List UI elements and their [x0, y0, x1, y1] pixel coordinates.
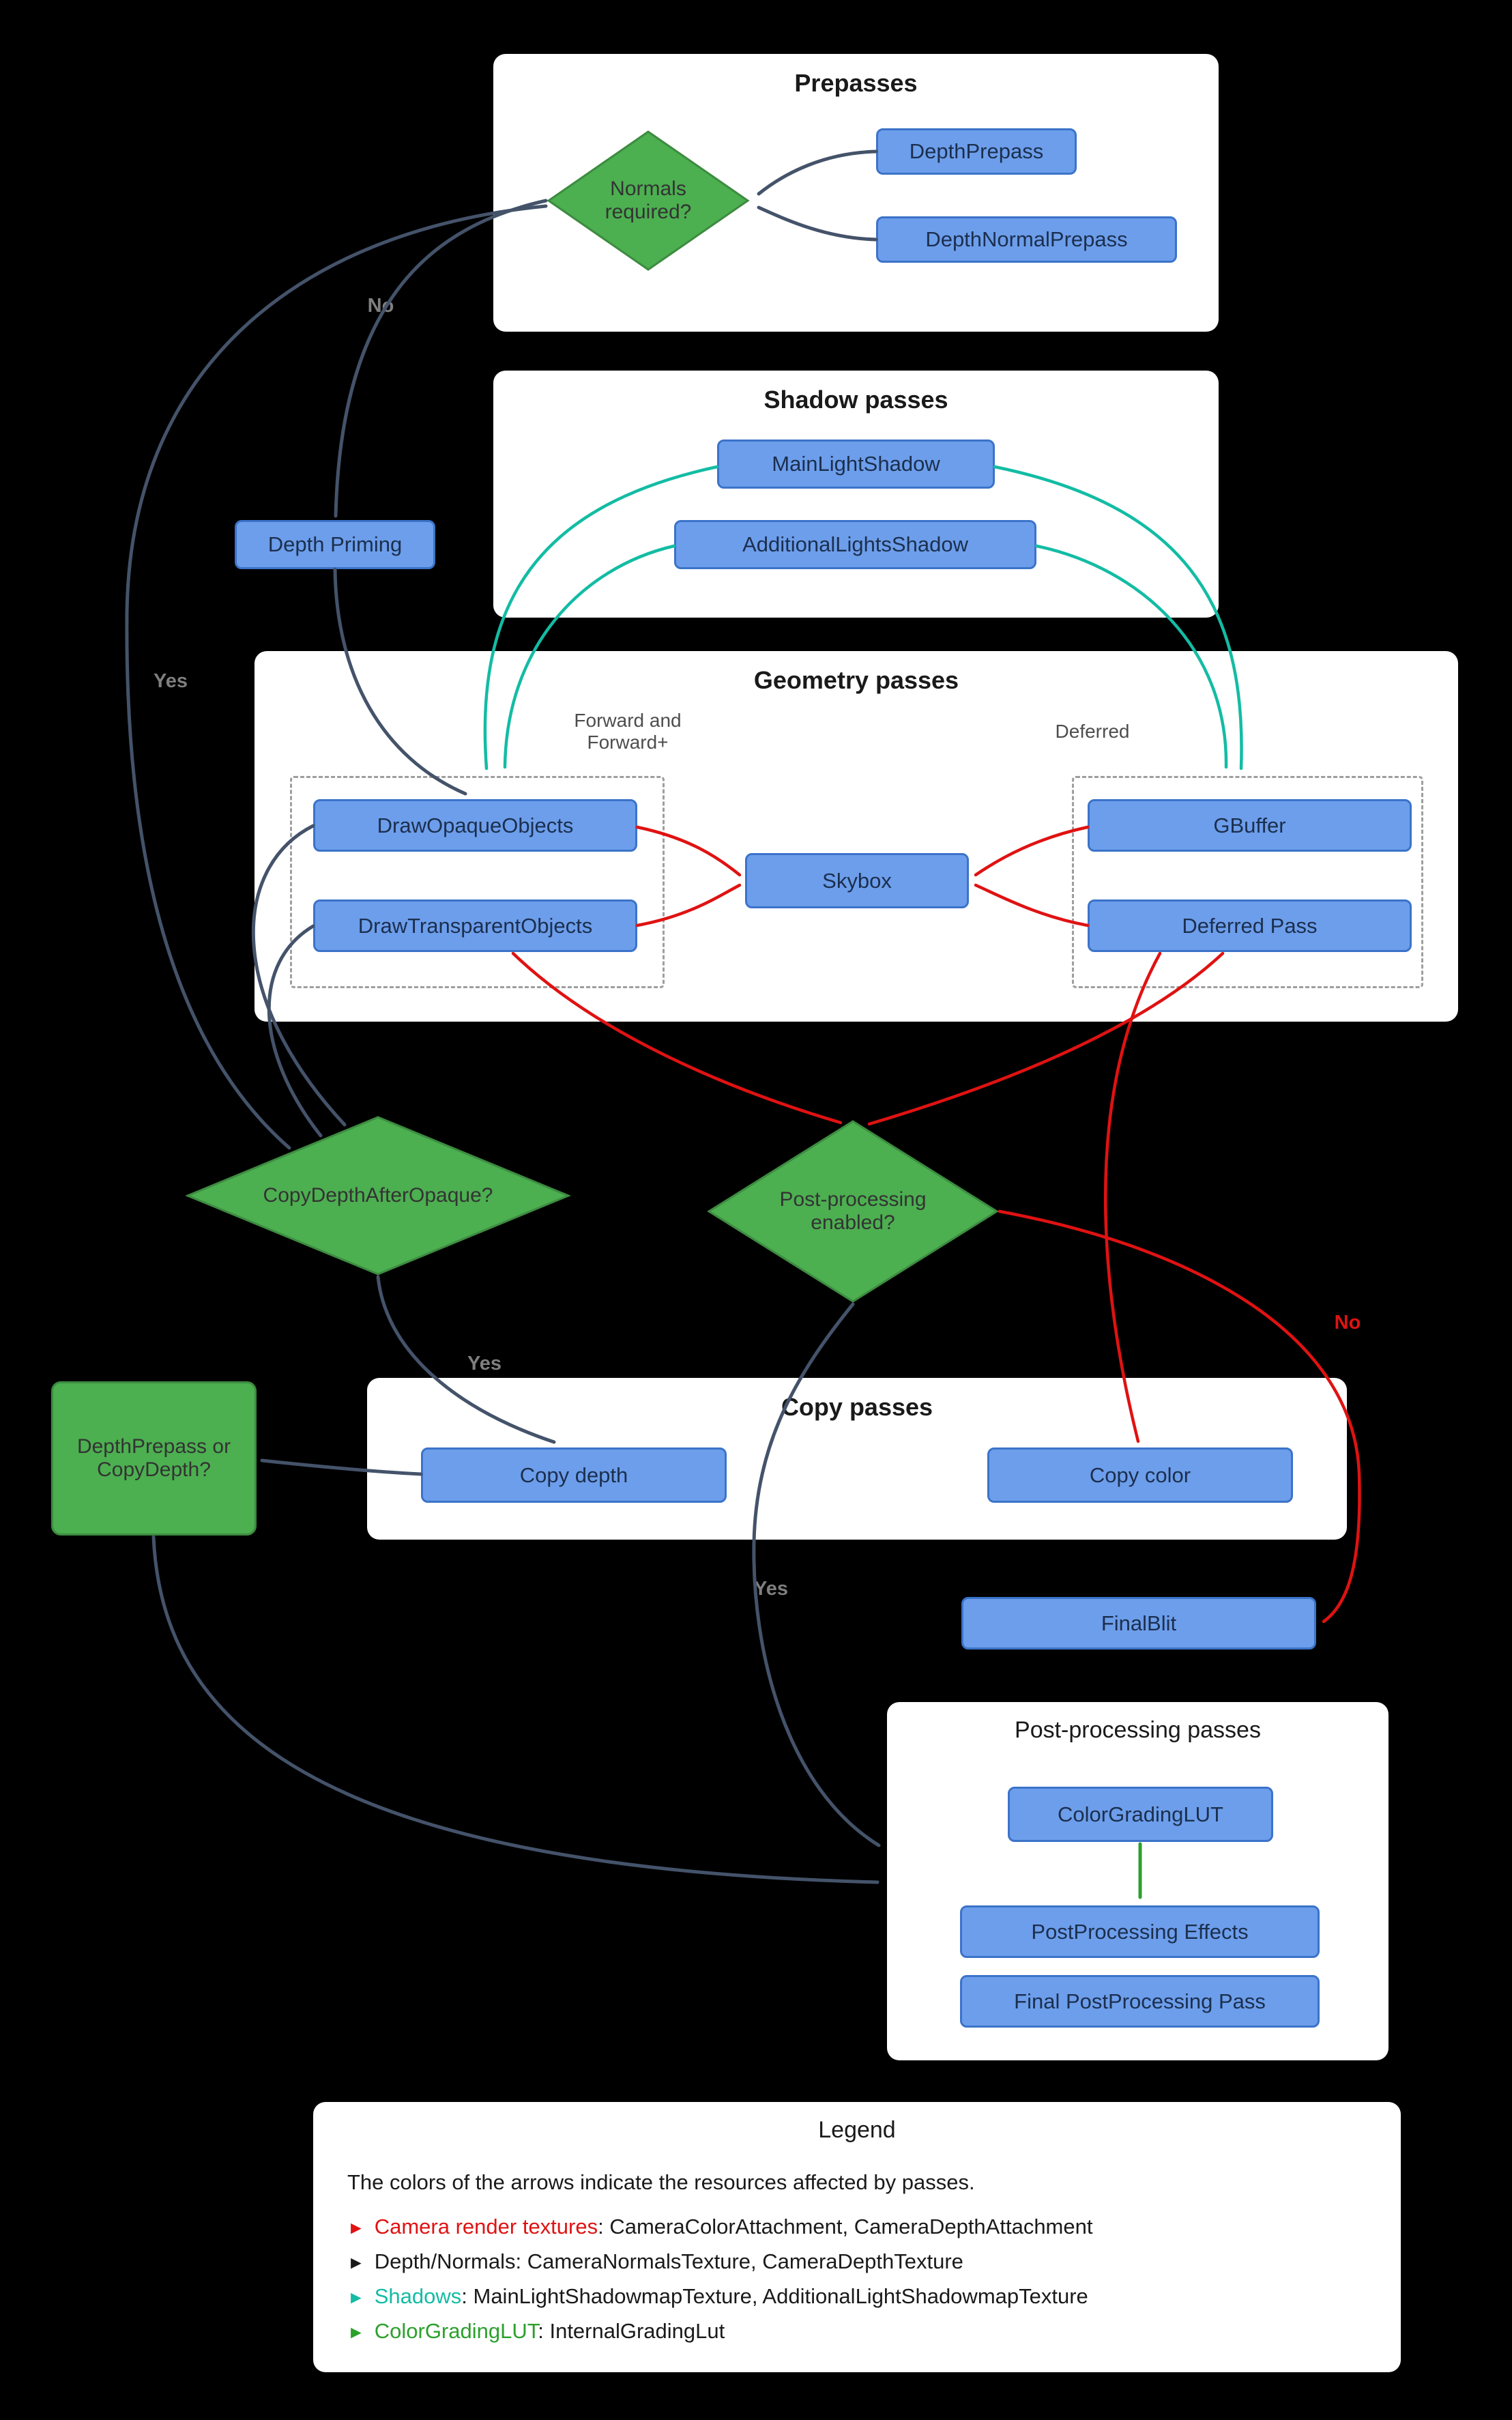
diamond-shape [707, 1120, 999, 1303]
group-title-copy-passes: Copy passes [781, 1393, 933, 1421]
label-deferred: Deferred [1055, 721, 1130, 742]
legend-rest: : MainLightShadowmapTexture, AdditionalL… [461, 2284, 1088, 2308]
node-draw-opaque-objects: DrawOpaqueObjects [313, 799, 637, 852]
legend-bullet-teal-icon: ► [347, 2287, 365, 2307]
legend-term: ColorGradingLUT [374, 2319, 538, 2343]
legend-item-shadows: ► Shadows: MainLightShadowmapTexture, Add… [347, 2279, 1092, 2314]
decision-label-copy-depth-after-opaque: CopyDepthAfterOpaque? [263, 1184, 493, 1207]
legend-term: Shadows [374, 2284, 462, 2308]
edge-label-yes-normals: Yes [154, 670, 188, 692]
edge-deferred-pass-to-copy-color [1104, 951, 1162, 1443]
legend-items: ► Camera render textures: CameraColorAtta… [347, 2210, 1092, 2349]
node-depth-prepass: DepthPrepass [876, 128, 1077, 175]
legend-item-depth-normals: ► Depth/Normals: CameraNormalsTexture, Ca… [347, 2245, 1092, 2279]
legend-rest: : InternalGradingLut [538, 2319, 725, 2343]
legend-rest: : CameraNormalsTexture, CameraDepthTextu… [515, 2249, 963, 2273]
node-post-processing-effects: PostProcessing Effects [960, 1905, 1320, 1958]
legend-item-color-grading-lut: ► ColorGradingLUT: InternalGradingLut [347, 2314, 1092, 2349]
legend-title: Legend [818, 2117, 896, 2143]
node-additional-lights-shadow: AdditionalLightsShadow [674, 520, 1036, 569]
node-final-post-processing-pass: Final PostProcessing Pass [960, 1975, 1320, 2028]
legend-bullet-dark-icon: ► [347, 2252, 365, 2273]
group-title-prepasses: Prepasses [794, 69, 918, 97]
legend-term: Camera render textures [374, 2215, 598, 2238]
edge-label-yes-post-processing: Yes [754, 1578, 788, 1600]
decision-label-normals-required: Normals required? [605, 177, 692, 223]
subgroup-deferred [1072, 776, 1423, 988]
legend-intro: The colors of the arrows indicate the re… [347, 2170, 975, 2194]
label-forward: Forward and Forward+ [574, 710, 682, 753]
diamond-shape [185, 1116, 571, 1276]
node-color-grading-lut: ColorGradingLUT [1008, 1787, 1273, 1842]
legend-item-camera-render-textures: ► Camera render textures: CameraColorAtta… [347, 2210, 1092, 2245]
node-deferred-pass: Deferred Pass [1088, 899, 1412, 952]
node-depth-normal-prepass: DepthNormalPrepass [876, 216, 1177, 263]
decision-normals-required: Normals required? [546, 129, 751, 272]
node-main-light-shadow: MainLightShadow [717, 440, 995, 489]
node-draw-transparent-objects: DrawTransparentObjects [313, 899, 637, 952]
legend-term: Depth/Normals [374, 2249, 516, 2273]
node-gbuffer: GBuffer [1088, 799, 1412, 852]
group-title-shadow-passes: Shadow passes [764, 386, 948, 414]
edge-label-yes-copy-depth: Yes [467, 1353, 501, 1374]
node-copy-color: Copy color [987, 1447, 1293, 1503]
decision-depth-prepass-or-copy-depth: DepthPrepass or CopyDepth? [51, 1381, 257, 1536]
group-title-geometry-passes: Geometry passes [753, 666, 959, 694]
group-title-post-processing-passes: Post-processing passes [1015, 1717, 1261, 1743]
node-copy-depth: Copy depth [421, 1447, 727, 1503]
decision-copy-depth-after-opaque: CopyDepthAfterOpaque? [185, 1114, 571, 1277]
node-depth-priming: Depth Priming [235, 520, 435, 569]
decision-post-processing-enabled: Post-processing enabled? [706, 1119, 1000, 1304]
edge-label-no-post-processing: No [1334, 1312, 1361, 1334]
node-skybox: Skybox [745, 853, 969, 908]
decision-label-post-processing-enabled: Post-processing enabled? [779, 1188, 927, 1234]
group-shadow-passes: Shadow passes [493, 371, 1219, 618]
node-final-blit: FinalBlit [961, 1597, 1316, 1650]
legend-rest: : CameraColorAttachment, CameraDepthAtta… [598, 2215, 1093, 2238]
legend-bullet-green-icon: ► [347, 2322, 365, 2342]
legend-bullet-red-icon: ► [347, 2217, 365, 2238]
diamond-shape [547, 130, 750, 271]
legend: Legend The colors of the arrows indicate… [313, 2102, 1401, 2372]
edge-label-no-normals: No [367, 295, 394, 317]
